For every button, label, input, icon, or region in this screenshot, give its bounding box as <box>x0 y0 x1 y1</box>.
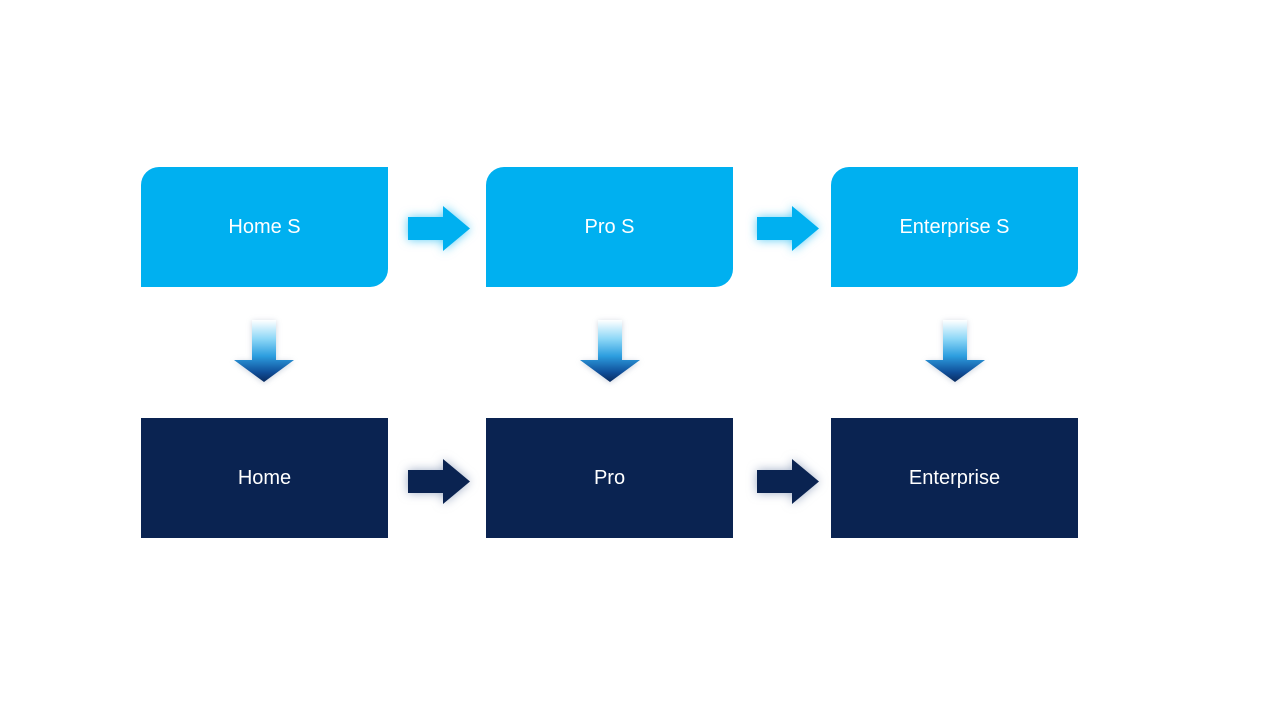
down-arrow-icon <box>580 320 640 382</box>
node-home-s: Home S <box>141 167 388 287</box>
node-pro-s: Pro S <box>486 167 733 287</box>
node-pro-label: Pro <box>593 467 626 489</box>
node-enterprise-label: Enterprise <box>908 467 1001 489</box>
right-arrow-icon <box>408 459 470 504</box>
down-arrow-icon <box>234 320 294 382</box>
down-arrow-icon <box>925 320 985 382</box>
node-home-label: Home <box>237 467 292 489</box>
node-enterprise: Enterprise <box>831 418 1078 538</box>
node-pro: Pro <box>486 418 733 538</box>
node-enterprise-s: Enterprise S <box>831 167 1078 287</box>
node-pro-s-label: Pro S <box>584 216 635 238</box>
node-home: Home <box>141 418 388 538</box>
right-arrow-icon <box>757 206 819 251</box>
right-arrow-icon <box>757 459 819 504</box>
node-enterprise-s-label: Enterprise S <box>899 216 1010 238</box>
node-home-s-label: Home S <box>228 216 301 238</box>
right-arrow-icon <box>408 206 470 251</box>
